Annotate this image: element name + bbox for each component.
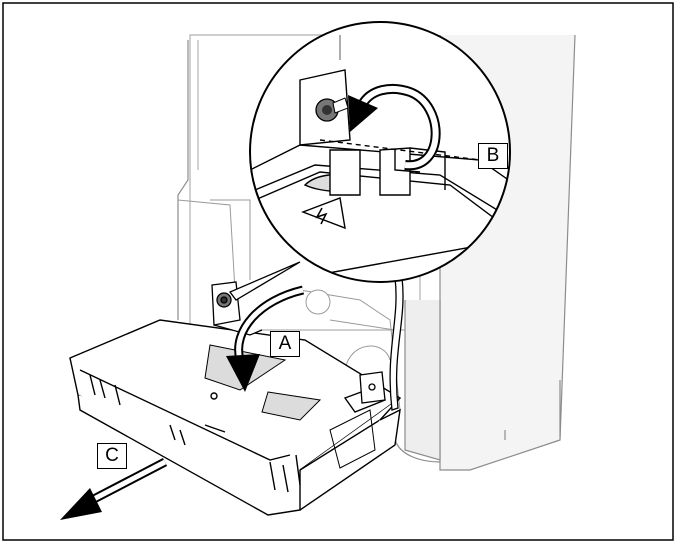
electronics-box <box>69 319 402 516</box>
zoom-detail <box>249 21 511 283</box>
callout-b: B <box>478 143 508 169</box>
electrical-hazard-icon <box>301 197 346 230</box>
callout-c: C <box>97 443 127 469</box>
direction-arrow-icon <box>60 458 168 520</box>
zoom-leader-lines <box>228 261 404 411</box>
callout-a: A <box>270 331 300 357</box>
rotation-arrow-icon <box>226 285 305 392</box>
rotation-arrow-icon <box>348 83 441 171</box>
